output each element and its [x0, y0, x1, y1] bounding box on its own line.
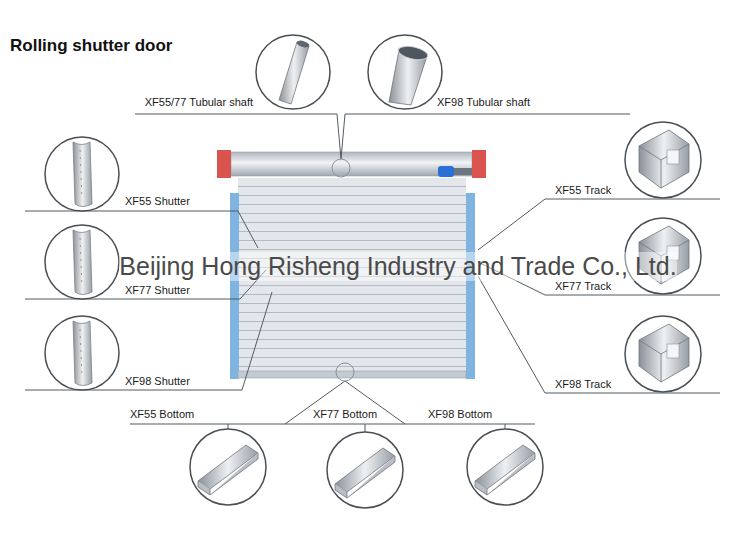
roller-tube	[231, 152, 472, 176]
motor-axle	[454, 168, 472, 175]
detail-circle	[190, 429, 266, 505]
detail-circles	[45, 35, 701, 508]
detail-circle	[327, 432, 403, 508]
right-bracket	[472, 150, 486, 178]
detail-circle	[256, 35, 330, 109]
leader-tick	[365, 424, 366, 432]
part-label: XF98 Shutter	[125, 375, 190, 388]
leader-line	[135, 114, 341, 159]
bottom-icon	[335, 448, 395, 498]
left-bracket	[217, 150, 231, 178]
detail-circle	[625, 122, 701, 198]
leader-line	[341, 114, 630, 159]
leader-line	[25, 292, 272, 390]
track-icon	[639, 324, 689, 382]
part-label: XF55 Shutter	[125, 195, 190, 208]
shutter-icon	[73, 321, 92, 386]
detail-circle	[625, 316, 701, 392]
detail-circle	[45, 316, 119, 390]
part-label: XF98 Bottom	[428, 408, 492, 421]
detail-circle	[45, 225, 119, 299]
leader-line	[285, 381, 405, 424]
track-icon	[639, 130, 689, 188]
diagram-title: Rolling shutter door	[10, 36, 172, 56]
right-track	[466, 193, 475, 379]
part-label: XF77 Bottom	[313, 408, 377, 421]
shutter-icon	[73, 142, 92, 207]
detail-circle	[467, 429, 543, 505]
shaft-icon	[389, 44, 429, 105]
left-track	[230, 193, 239, 379]
leader-line	[405, 424, 535, 425]
part-label: XF55 Track	[555, 184, 611, 197]
part-label: XF98 Track	[555, 378, 611, 391]
shaft-icon	[279, 39, 310, 104]
part-label: XF55/77 Tubular shaft	[145, 96, 253, 109]
bottom-icon	[198, 445, 258, 495]
leader-line	[130, 381, 345, 424]
detail-circle	[368, 35, 442, 109]
bottom-icon	[475, 445, 535, 495]
leader-lines	[25, 114, 720, 432]
motor	[438, 166, 454, 177]
watermark: Beijing Hong Risheng Industry and Trade …	[119, 252, 676, 281]
focus-ring	[332, 159, 350, 177]
detail-circle	[45, 137, 119, 211]
part-label: XF55 Bottom	[130, 408, 194, 421]
part-label: XF77 Shutter	[125, 284, 190, 297]
shutter-icon	[73, 230, 92, 295]
focus-ring	[336, 363, 354, 381]
part-label: XF77 Track	[555, 280, 611, 293]
leader-line	[478, 276, 720, 393]
part-label: XF98 Tubular shaft	[437, 96, 530, 109]
